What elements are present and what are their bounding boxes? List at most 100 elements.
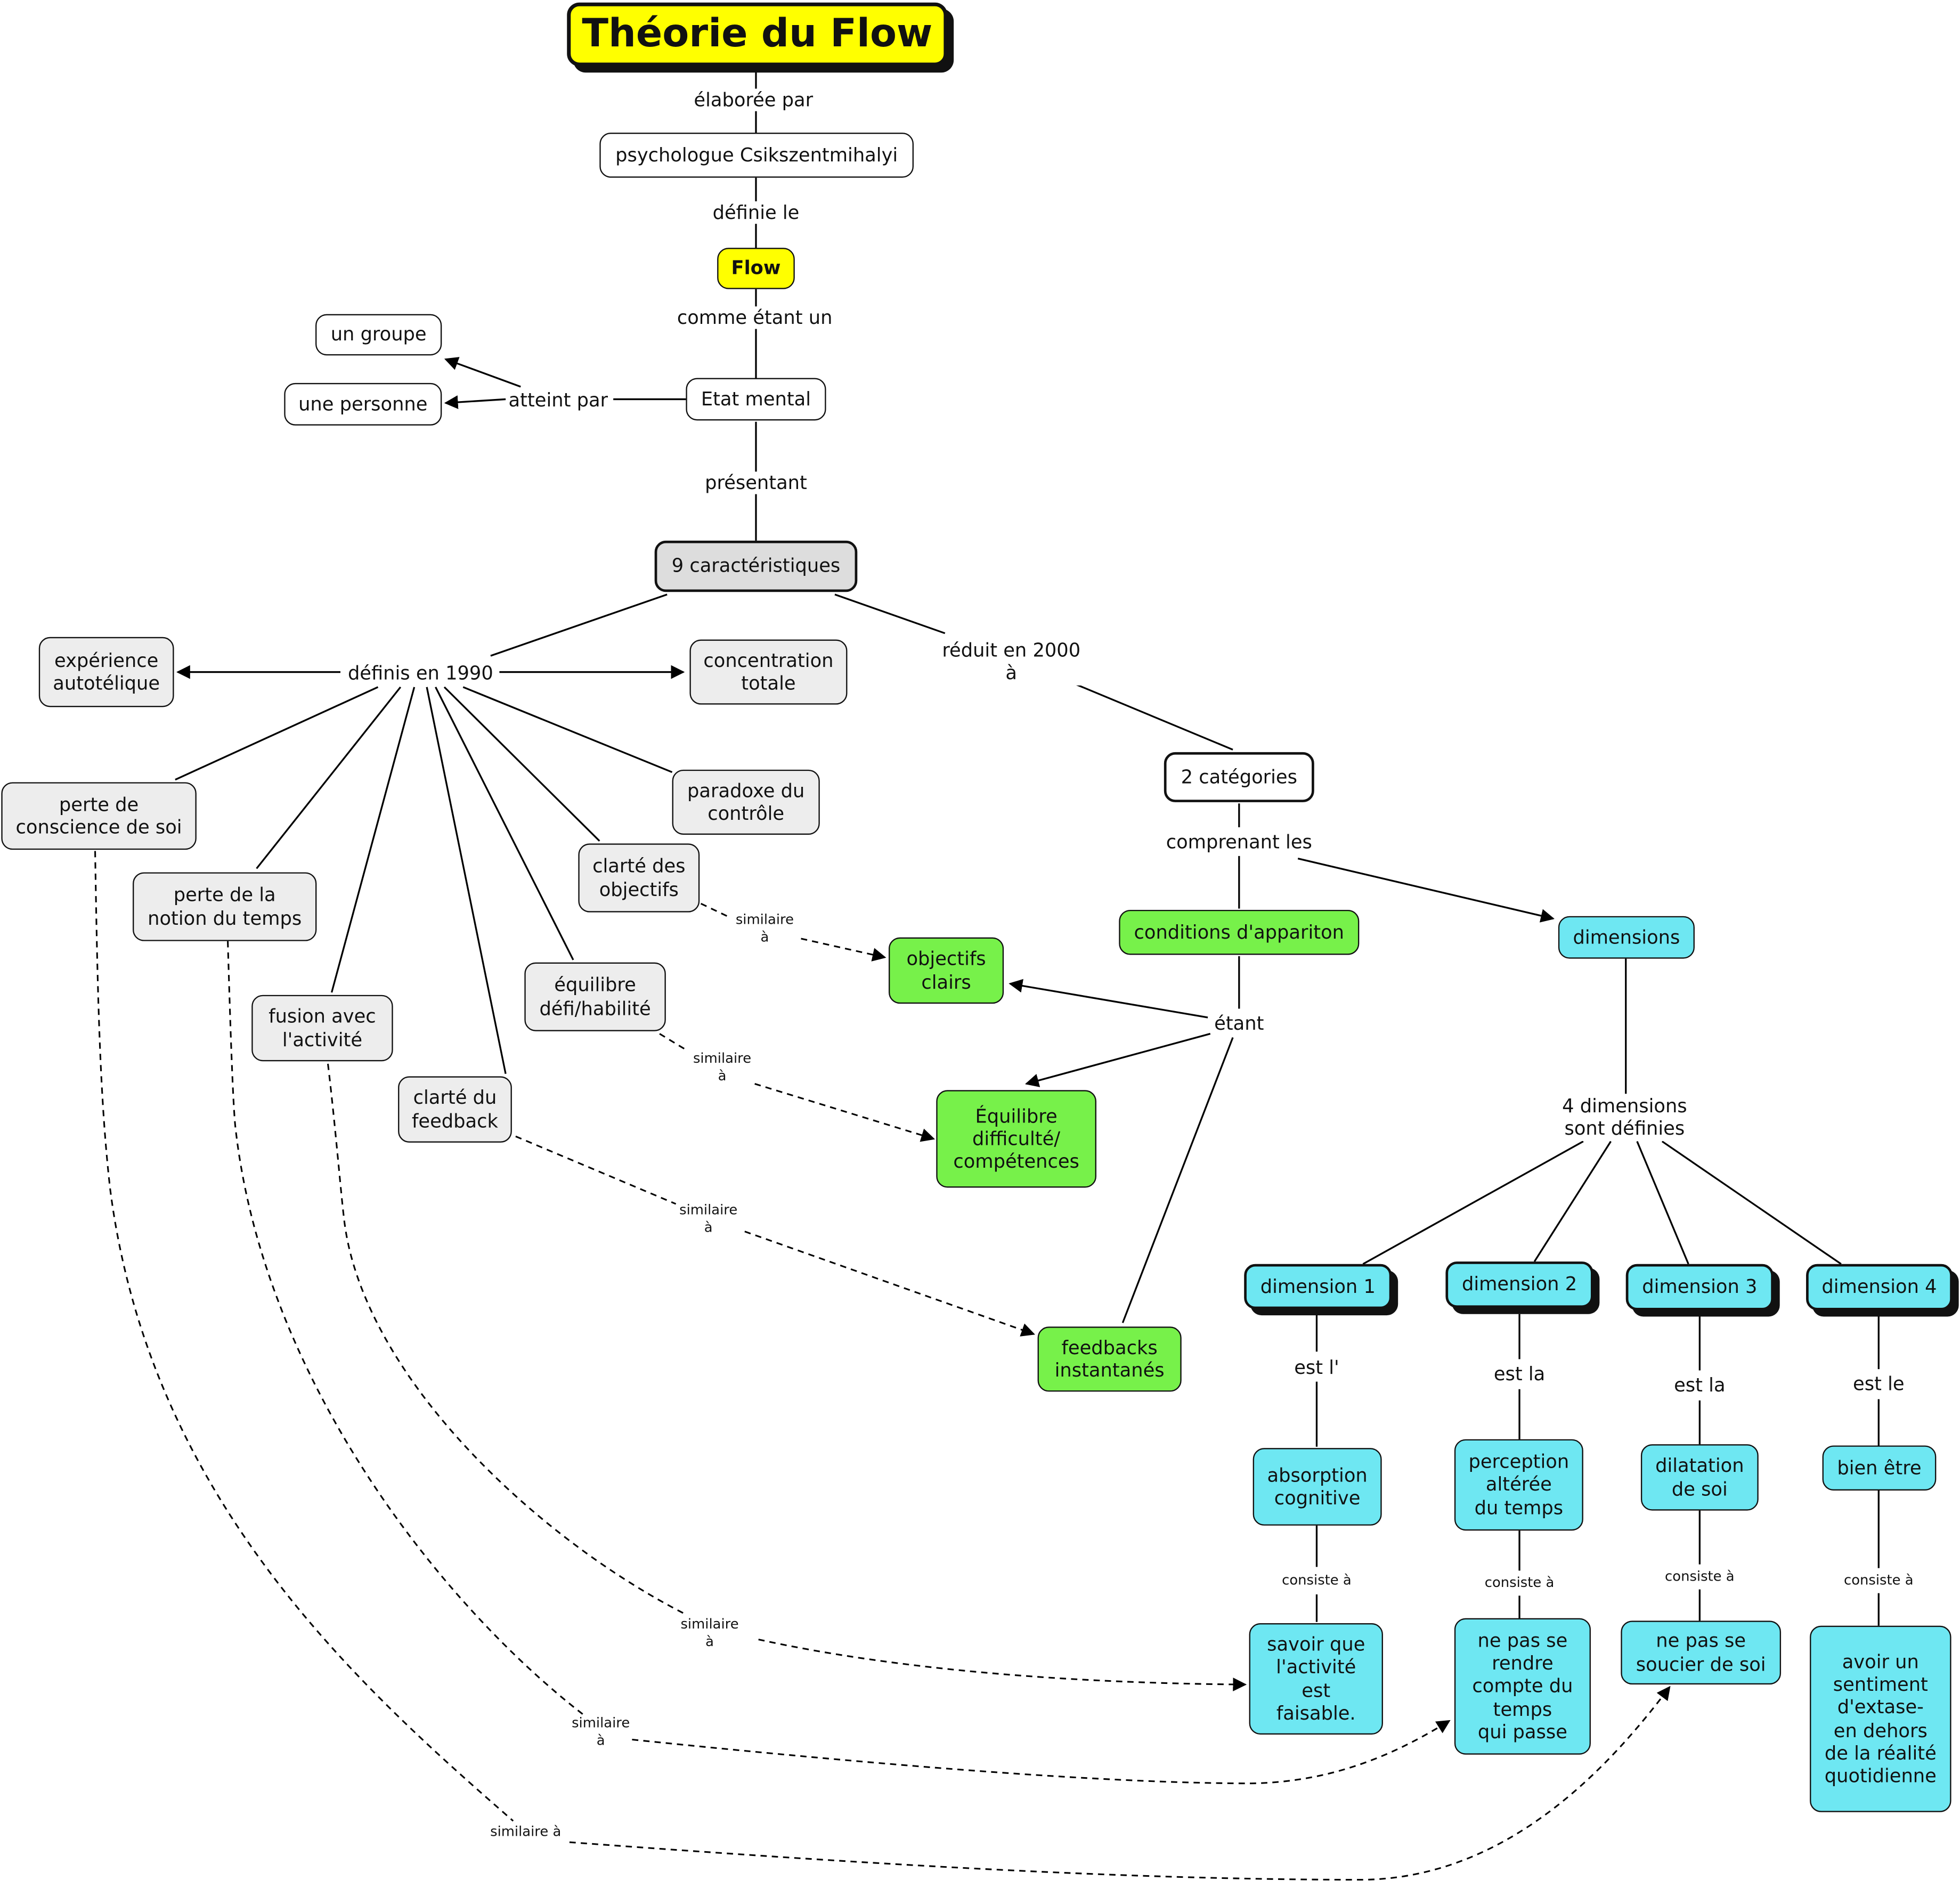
node-dimension-1[interactable]: dimension 1 <box>1244 1264 1392 1309</box>
node-caracteristiques-label: 9 caractéristiques <box>671 555 841 577</box>
link-definie-le: définie le <box>710 201 802 224</box>
link-est-l: est l' <box>1291 1356 1342 1380</box>
node-equilibre-difficulte[interactable]: Équilibre difficulté/ compétences <box>936 1090 1096 1188</box>
edge-4-dim2 <box>1533 1141 1612 1262</box>
node-clarte-objectifs[interactable]: clarté des objectifs <box>578 843 700 913</box>
node-ne-pas-soucier[interactable]: ne pas se soucier de soi <box>1621 1621 1782 1685</box>
link-consiste-3: consiste à <box>1663 1568 1736 1586</box>
link-sim-fusion: similaire à <box>679 1616 740 1651</box>
link-consiste-4: consiste à <box>1842 1572 1915 1590</box>
edge-atteint-groupe <box>444 357 521 388</box>
node-perte-temps[interactable]: perte de la notion du temps <box>133 872 317 941</box>
edge-definis-fusion <box>330 687 416 993</box>
link-sim-feedback: similaire à <box>678 1201 739 1236</box>
link-definis-1990: définis en 1990 <box>345 662 496 685</box>
node-ne-pas-soucier-label: ne pas se soucier de soi <box>1636 1630 1766 1675</box>
edge-etant-objectifs <box>1009 979 1208 1019</box>
link-consiste-1: consiste à <box>1280 1572 1353 1590</box>
node-conditions-label: conditions d'appariton <box>1134 921 1345 944</box>
title-node[interactable]: Théorie du Flow <box>567 2 948 67</box>
node-flow[interactable]: Flow <box>717 248 795 289</box>
edge-sim-temps <box>227 941 1450 1785</box>
node-fusion[interactable]: fusion avec l'activité <box>251 995 393 1062</box>
node-sentiment-label: avoir un sentiment d'extase- en dehors d… <box>1824 1650 1937 1788</box>
node-psychologue[interactable]: psychologue Csikszentmihalyi <box>599 133 914 178</box>
node-experience[interactable]: expérience autotélique <box>38 637 174 707</box>
edge-definis-conscience <box>175 686 379 781</box>
node-clarte-feedback-label: clarté du feedback <box>412 1086 498 1132</box>
edge-definis-paradoxe <box>462 686 673 773</box>
node-caracteristiques[interactable]: 9 caractéristiques <box>654 540 858 592</box>
node-objectifs-clairs[interactable]: objectifs clairs <box>889 937 1004 1004</box>
node-etat-mental-label: Etat mental <box>701 387 811 411</box>
node-ne-pas-rendre[interactable]: ne pas se rendre compte du temps qui pas… <box>1454 1618 1591 1755</box>
node-une-personne-label: une personne <box>298 393 428 416</box>
edge-definis-equilibre <box>435 687 574 960</box>
node-fusion-label: fusion avec l'activité <box>269 1005 376 1051</box>
node-absorption[interactable]: absorption cognitive <box>1253 1448 1382 1526</box>
node-clarte-feedback[interactable]: clarté du feedback <box>398 1076 512 1143</box>
node-concentration-label: concentration totale <box>703 649 834 695</box>
node-dimension-4[interactable]: dimension 4 <box>1806 1264 1953 1310</box>
node-etat-mental[interactable]: Etat mental <box>686 378 826 421</box>
node-dimension-1-label: dimension 1 <box>1260 1275 1376 1298</box>
node-clarte-objectifs-label: clarté des objectifs <box>592 855 686 901</box>
link-est-la-2: est la <box>1491 1363 1548 1386</box>
link-quatre-dimensions: 4 dimensions sont définies <box>1559 1094 1690 1141</box>
node-bien-etre-label: bien être <box>1837 1456 1922 1479</box>
node-concentration[interactable]: concentration totale <box>689 639 848 705</box>
link-consiste-2: consiste à <box>1483 1574 1556 1592</box>
edge-4-dim1 <box>1362 1141 1584 1265</box>
link-sim-temps: similaire à <box>570 1715 631 1749</box>
node-paradoxe[interactable]: paradoxe du contrôle <box>672 769 820 835</box>
node-bien-etre[interactable]: bien être <box>1822 1445 1937 1491</box>
node-perte-conscience-label: perte de conscience de soi <box>15 793 182 839</box>
node-conditions[interactable]: conditions d'appariton <box>1119 909 1360 955</box>
link-comme-etant-un: comme étant un <box>674 306 835 330</box>
node-un-groupe[interactable]: un groupe <box>315 314 442 356</box>
node-une-personne[interactable]: une personne <box>284 382 442 426</box>
node-savoir[interactable]: savoir que l'activité est faisable. <box>1249 1623 1383 1735</box>
edge-carac-definis <box>490 593 668 657</box>
edge-sim-fusion <box>327 1063 1246 1684</box>
node-dimension-3-label: dimension 3 <box>1642 1275 1758 1299</box>
node-dimension-3[interactable]: dimension 3 <box>1625 1264 1774 1310</box>
link-sim-objectifs: similaire à <box>734 911 795 946</box>
node-absorption-label: absorption cognitive <box>1267 1463 1368 1510</box>
edge-4-dim3 <box>1636 1141 1689 1265</box>
node-equilibre-difficulte-label: Équilibre difficulté/ compétences <box>953 1104 1079 1173</box>
link-etant: étant <box>1211 1012 1267 1036</box>
node-dimensions[interactable]: dimensions <box>1558 916 1695 959</box>
node-dimension-2-label: dimension 2 <box>1461 1273 1577 1296</box>
node-deux-categories[interactable]: 2 catégories <box>1164 752 1314 802</box>
link-atteint-par: atteint par <box>506 389 611 412</box>
link-sim-equilibre: similaire à <box>692 1050 753 1085</box>
edge-etant-feedbacks <box>1121 1037 1234 1323</box>
edge-definis-temps <box>256 686 402 869</box>
edge-definis-objectifs <box>443 686 600 842</box>
node-un-groupe-label: un groupe <box>330 323 427 346</box>
edge-carac-reduit <box>834 593 946 634</box>
node-feedbacks[interactable]: feedbacks instantanés <box>1037 1326 1182 1392</box>
node-savoir-label: savoir que l'activité est faisable. <box>1267 1633 1365 1724</box>
link-reduit-2000: réduit en 2000 à <box>939 639 1083 685</box>
node-perte-temps-label: perte de la notion du temps <box>148 884 302 930</box>
node-experience-label: expérience autotélique <box>53 649 160 695</box>
title-text: Théorie du Flow <box>582 11 933 56</box>
node-dimensions-label: dimensions <box>1573 926 1680 949</box>
node-dimension-2[interactable]: dimension 2 <box>1445 1261 1593 1308</box>
node-deux-categories-label: 2 catégories <box>1181 766 1297 788</box>
edge-atteint-personne <box>444 395 506 409</box>
node-dilatation-label: dilatation de soi <box>1655 1454 1744 1500</box>
node-perception[interactable]: perception altérée du temps <box>1454 1439 1583 1531</box>
node-dilatation[interactable]: dilatation de soi <box>1640 1444 1759 1511</box>
node-perte-conscience[interactable]: perte de conscience de soi <box>1 782 197 850</box>
node-objectifs-clairs-label: objectifs clairs <box>906 947 986 994</box>
node-sentiment[interactable]: avoir un sentiment d'extase- en dehors d… <box>1810 1625 1951 1812</box>
node-equilibre-defi[interactable]: équilibre défi/habilité <box>524 962 666 1031</box>
edge-comprenant-dimensions <box>1297 858 1555 923</box>
link-est-le: est le <box>1850 1372 1907 1396</box>
edge-sim-objectifs <box>700 902 885 957</box>
